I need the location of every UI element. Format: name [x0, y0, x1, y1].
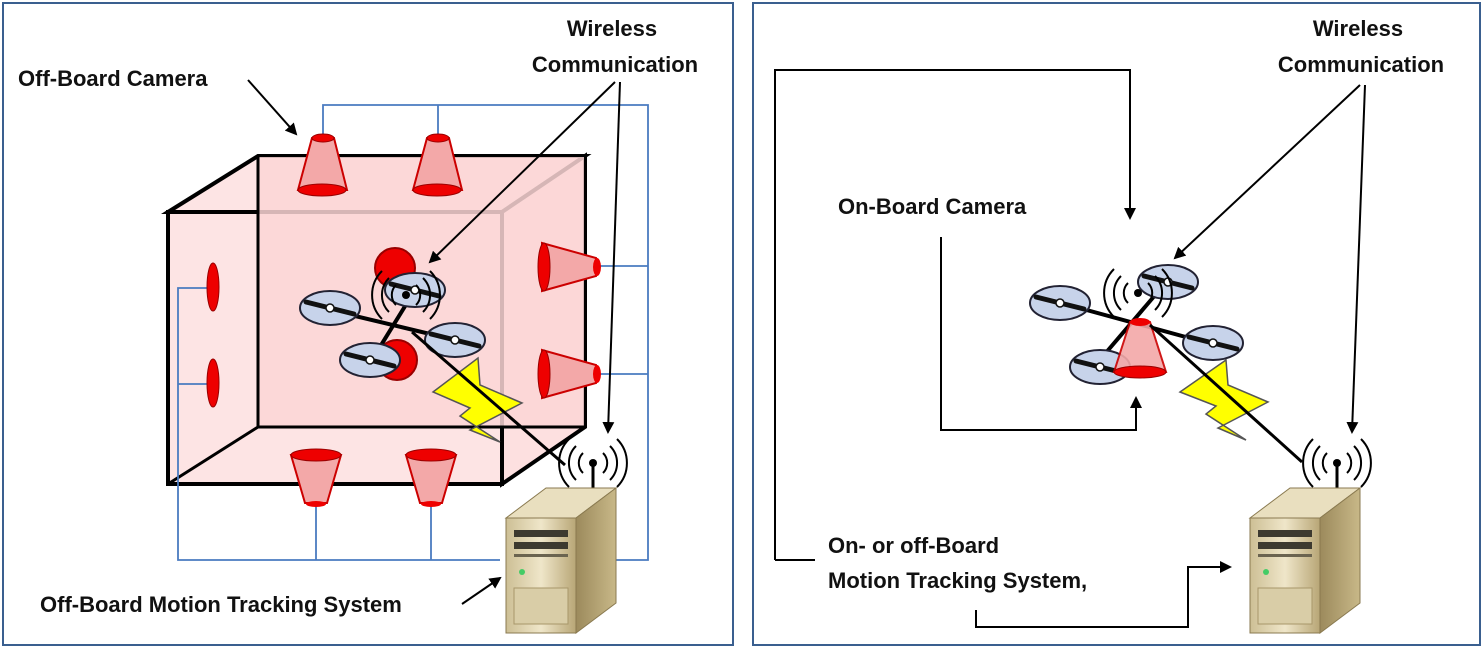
offboard-camera-left-2 — [206, 358, 220, 408]
label-wireless-2-right: Communication — [1278, 52, 1444, 77]
offboard-camera-bottom-2 — [404, 448, 458, 507]
label-tracking-2: Motion Tracking System, — [828, 568, 1087, 593]
camera-wires — [177, 104, 649, 561]
lightning-bolt-left — [431, 356, 524, 443]
offboard-camera-left-1 — [206, 262, 220, 312]
right-diagram: Wireless Communication On-Board Camera O… — [774, 16, 1444, 634]
label-offboard-camera: Off-Board Camera — [18, 66, 208, 91]
lightning-bolt-right — [1178, 358, 1270, 441]
drone-right — [1030, 265, 1243, 384]
label-wireless-1: Wireless — [567, 16, 657, 41]
label-tracking-system: Off-Board Motion Tracking System — [40, 592, 402, 617]
label-tracking-1: On- or off-Board — [828, 533, 999, 558]
label-wireless-1-right: Wireless — [1313, 16, 1403, 41]
label-wireless-2: Communication — [532, 52, 698, 77]
offboard-camera-right-2 — [537, 348, 601, 400]
offboard-camera-right-1 — [537, 241, 601, 293]
offboard-camera-top-2 — [411, 133, 464, 197]
label-onboard-camera: On-Board Camera — [838, 194, 1027, 219]
offboard-camera-bottom-1 — [289, 448, 343, 507]
server-icon-right — [1249, 487, 1361, 634]
offboard-camera-top-1 — [296, 133, 349, 197]
drone-left — [300, 247, 485, 381]
left-diagram: Wireless Communication Off-Board Camera … — [18, 16, 698, 634]
server-icon — [505, 487, 617, 634]
